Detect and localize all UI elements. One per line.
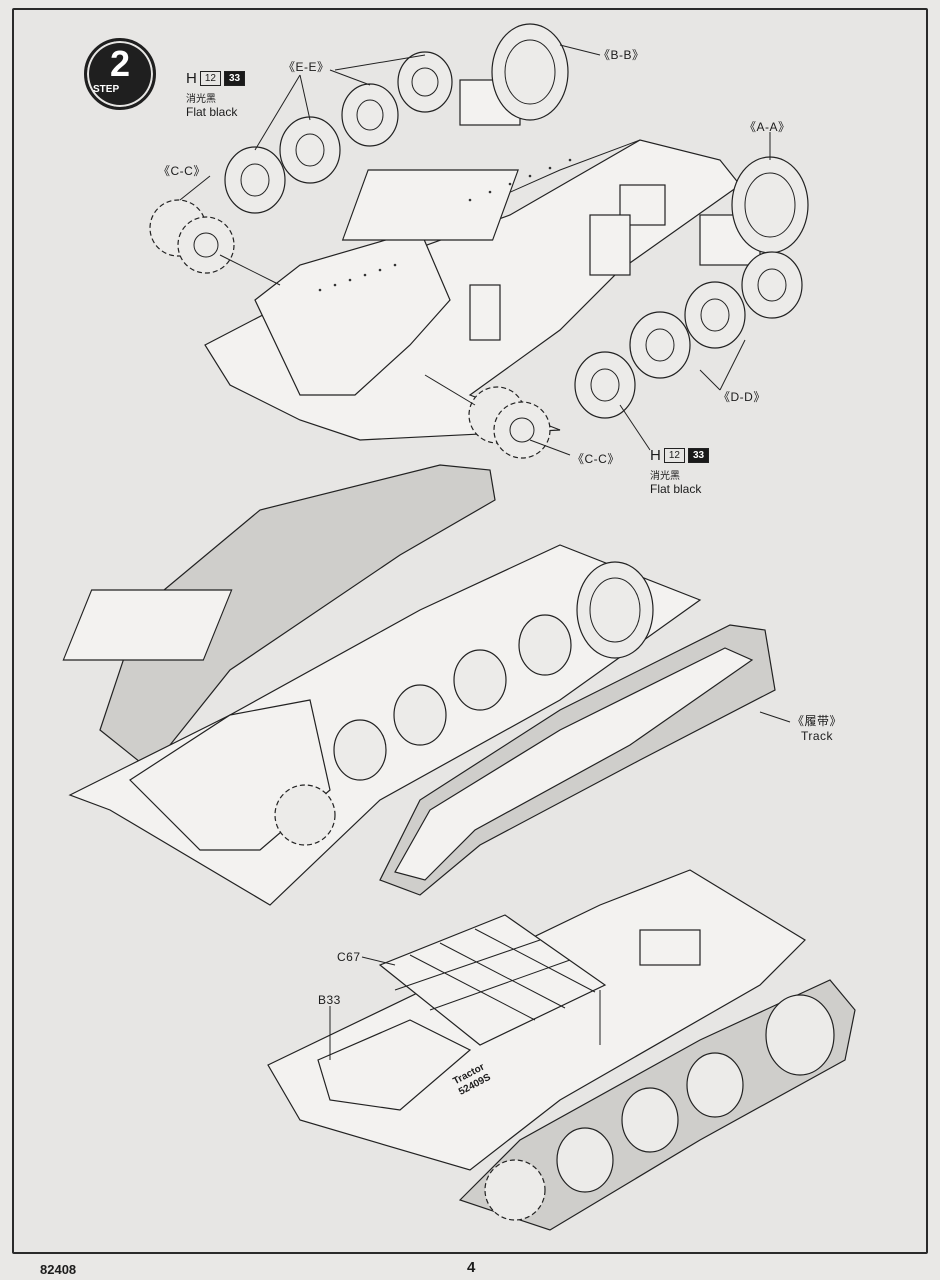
paint-code-1: 12 bbox=[663, 448, 685, 463]
product-code: 82408 bbox=[40, 1262, 77, 1277]
sprocket-left bbox=[149, 199, 235, 274]
step-number: 2 bbox=[109, 43, 131, 84]
callout-d-d: 《D-D》 bbox=[718, 390, 766, 404]
middle-hull-drawing bbox=[62, 464, 776, 906]
paint-name-cn: 消光黑 bbox=[186, 94, 216, 105]
track-callout: 《履带》 Track bbox=[792, 712, 842, 743]
sprocket-right bbox=[468, 386, 551, 459]
track-name-cn: 《履带》 bbox=[792, 714, 843, 728]
callout-e-e: 《E-E》 bbox=[283, 60, 330, 74]
step-badge: 2 STEP bbox=[84, 38, 156, 110]
callout-c-c-left: 《C-C》 bbox=[158, 164, 206, 178]
part-b33: B33 bbox=[318, 993, 341, 1007]
paint-code-2: 33 bbox=[687, 448, 710, 463]
track-name-en: Track bbox=[800, 729, 834, 743]
step-label: STEP bbox=[93, 84, 120, 95]
road-wheels-d bbox=[574, 251, 803, 419]
paint-name-en: Flat black bbox=[186, 105, 238, 119]
paint-name-en: Flat black bbox=[650, 482, 702, 496]
upper-hull-drawing bbox=[204, 139, 741, 441]
part-c67: C67 bbox=[337, 950, 361, 964]
paint-code-2: 33 bbox=[223, 71, 246, 86]
callout-c-c-right: 《C-C》 bbox=[572, 452, 620, 466]
callout-a-a: 《A-A》 bbox=[744, 120, 791, 134]
paint-code-1: 12 bbox=[199, 71, 221, 86]
paint-callout-top: H 12 33 消光黑 Flat black bbox=[186, 70, 246, 119]
paint-letter: H bbox=[650, 447, 661, 464]
callout-b-b: 《B-B》 bbox=[598, 48, 645, 62]
page-number: 4 bbox=[467, 1259, 476, 1276]
paint-name-cn: 消光黑 bbox=[650, 471, 680, 482]
lower-hull-drawing bbox=[267, 869, 856, 1231]
idler-wheel-a bbox=[699, 156, 809, 266]
idler-wheel-b bbox=[459, 23, 569, 126]
paint-callout-bottom: H 12 33 消光黑 Flat black bbox=[650, 447, 710, 496]
paint-letter: H bbox=[186, 70, 197, 87]
road-wheels-e bbox=[224, 51, 453, 214]
